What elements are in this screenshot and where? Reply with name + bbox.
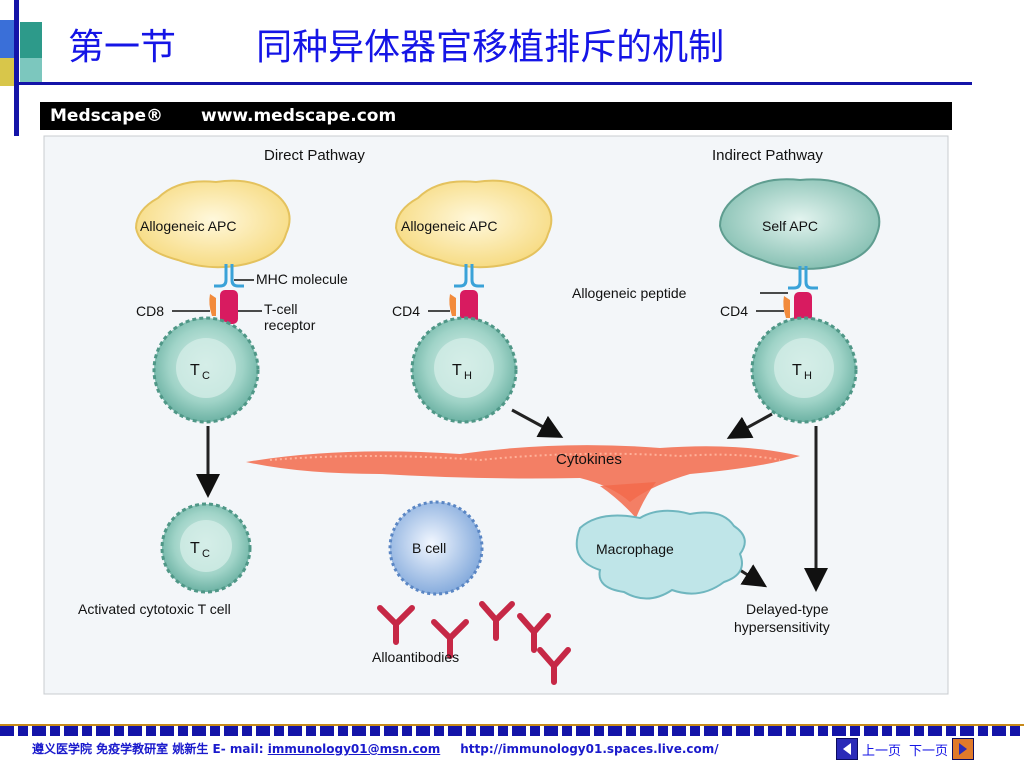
prev-slide-label[interactable]: 上一页: [862, 743, 902, 759]
tc-cell-activated: T C: [160, 502, 252, 594]
allogeneic-apc-2: [394, 179, 553, 269]
tc-cell-top: T C: [152, 316, 260, 424]
cd4-label-2: CD4: [720, 303, 748, 319]
pathway-diagram: Direct Pathway Indirect Pathway Allogene…: [43, 135, 949, 695]
th-cell-direct: T H: [410, 316, 518, 424]
mhc-tcr-complex-1: [209, 264, 244, 324]
tc-activated-sub: C: [202, 548, 210, 560]
arrow-th-to-cytokines: [511, 408, 564, 438]
prev-arrow-icon: [843, 743, 851, 755]
prev-slide-button[interactable]: [836, 738, 858, 760]
macrophage-label: Macrophage: [596, 541, 674, 557]
slide-title: 第一节 同种异体器官移植排斥的机制: [68, 18, 724, 70]
rejection-pathway-figure: Medscape® www.medscape.com: [40, 102, 952, 696]
alloantibodies-label: Alloantibodies: [372, 649, 459, 665]
allogeneic-peptide-label: Allogeneic peptide: [572, 285, 687, 301]
left-accent-square-light: [20, 58, 42, 84]
th-direct-sub: H: [464, 370, 472, 382]
th-direct-label: T: [452, 362, 462, 379]
th-indirect-sub: H: [804, 370, 812, 382]
next-slide-button[interactable]: [952, 738, 975, 760]
left-accent-square-teal: [20, 22, 42, 58]
tc-top-label: T: [190, 362, 200, 379]
allogeneic-apc-1-label: Allogeneic APC: [140, 218, 237, 234]
title-text: 同种异体器官移植排斥的机制: [256, 27, 725, 68]
direct-pathway-label: Direct Pathway: [264, 147, 365, 164]
slide-navigation: 上一页 下一页: [836, 738, 975, 760]
macrophage: Macrophage: [575, 509, 746, 600]
footer-info: 遵义医学院 免疫学教研室 姚新生 E- mail: immunology01@m…: [32, 740, 719, 757]
section-label: 第一节: [68, 27, 177, 68]
tcell-receptor-label-1: T-cell: [264, 301, 297, 317]
th-indirect-label: T: [792, 362, 802, 379]
self-apc: [718, 178, 881, 270]
tc-top-sub: C: [202, 370, 210, 382]
b-cell: B cell: [388, 500, 484, 596]
th-cell-indirect: T H: [750, 316, 858, 424]
dth-label-1: Delayed-type: [746, 601, 829, 617]
indirect-pathway-label: Indirect Pathway: [712, 147, 823, 164]
title-underline: [14, 82, 972, 85]
b-cell-label: B cell: [412, 540, 446, 556]
next-arrow-icon: [959, 743, 968, 755]
banner-brand: Medscape®: [50, 106, 163, 126]
left-accent-square-blue: [0, 20, 14, 58]
tcell-receptor-label-2: receptor: [264, 317, 316, 333]
left-accent-square-yellow: [0, 58, 14, 86]
arrow-th2-to-cytokines: [726, 412, 773, 439]
left-accent-bar: [14, 0, 19, 136]
banner-url: www.medscape.com: [200, 106, 397, 126]
mhc-tcr-complex-2: [449, 264, 484, 324]
next-slide-label[interactable]: 下一页: [909, 743, 949, 759]
allogeneic-apc-1: [134, 179, 291, 269]
cytokine-cloud: Cytokines: [246, 445, 800, 518]
footer-email-link[interactable]: immunology01@msn.com: [267, 742, 441, 756]
self-apc-label: Self APC: [762, 218, 818, 234]
medscape-banner: Medscape® www.medscape.com: [40, 102, 952, 130]
footer-website[interactable]: http://immunology01.spaces.live.com/: [460, 742, 719, 756]
allogeneic-apc-2-label: Allogeneic APC: [401, 218, 498, 234]
tc-activated-label: T: [190, 540, 200, 557]
dth-label-2: hypersensitivity: [734, 619, 830, 635]
cd8-label: CD8: [136, 303, 164, 319]
activated-tc-caption: Activated cytotoxic T cell: [78, 601, 231, 617]
alloantibodies: [377, 601, 571, 685]
mhc-molecule-label: MHC molecule: [256, 271, 348, 287]
cytokines-label: Cytokines: [556, 451, 622, 468]
footer-dash-bar: [0, 724, 1024, 736]
footer-institution: 遵义医学院 免疫学教研室 姚新生 E- mail:: [32, 742, 268, 756]
cd4-label-1: CD4: [392, 303, 420, 319]
